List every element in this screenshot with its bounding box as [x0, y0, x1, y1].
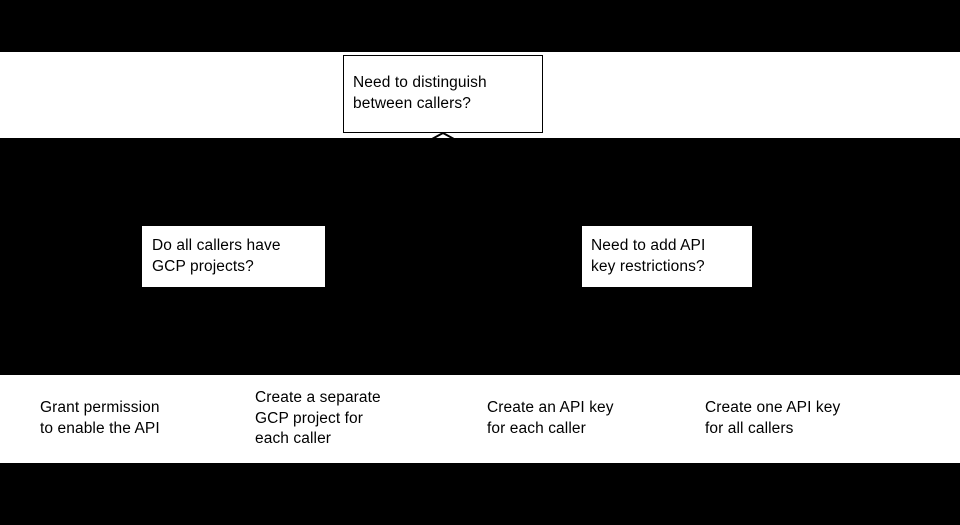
node-label: Need to add API key restrictions?	[591, 236, 706, 275]
connector-arrow-icon	[419, 132, 467, 146]
outcome-node-grant-permission[interactable]: Grant permission to enable the API	[29, 375, 200, 463]
outcome-node-api-key-each-caller[interactable]: Create an API key for each caller	[478, 375, 657, 463]
node-label: Create one API key for all callers	[705, 399, 841, 437]
decision-node-key-restrictions[interactable]: Need to add API key restrictions?	[582, 226, 752, 287]
decision-node-gcp-projects[interactable]: Do all callers have GCP projects?	[142, 226, 325, 287]
node-label: Create a separate GCP project for each c…	[255, 388, 381, 448]
outcome-node-separate-gcp-project[interactable]: Create a separate GCP project for each c…	[246, 375, 424, 463]
node-label: Need to distinguish between callers?	[353, 74, 487, 112]
node-label: Do all callers have GCP projects?	[152, 236, 281, 275]
node-label: Create an API key for each caller	[487, 399, 614, 437]
decision-node-distinguish-callers[interactable]: Need to distinguish between callers?	[343, 55, 543, 133]
outcome-node-one-api-key-all-callers[interactable]: Create one API key for all callers	[695, 375, 887, 463]
node-label: Grant permission to enable the API	[40, 399, 160, 437]
